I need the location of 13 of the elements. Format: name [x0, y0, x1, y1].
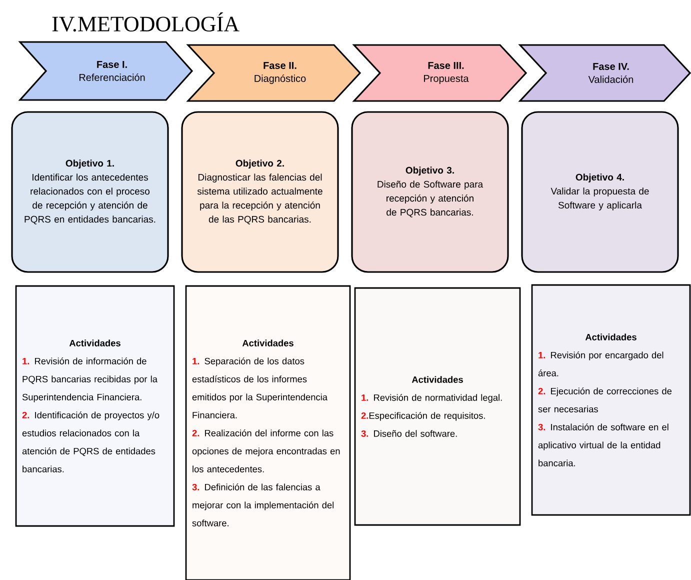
activities-box: Actividades 1. Revisión de normatividad legal. 2.Especificación de requisitos. 3. Diseño del software.: [354, 287, 521, 526]
title: IV.METODOLOGÍA: [52, 12, 240, 32]
objective-box: Objetivo 3. Diseño de Software para recepción y atención de PQRS bancarias.: [351, 111, 509, 273]
activities-box: Actividades 1. Separación de los datos estadísticos de los informes emitidos por la Superintendencia Financiera. 2. Realización del informe con las opciones de mejora encontradas en los antecedentes. 3. Definición de las falencias a mejorar con la implementación del software.: [185, 285, 351, 580]
activities-box: Actividades 1. Revisión por encargado del área. 2. Ejecución de correcciones de ser necesarias 3. Instalación de software en el aplicativo virtual de la entidad bancaria.: [531, 284, 691, 516]
phase-box: Fase II. Diagnóstico: [186, 44, 362, 102]
phase-box: Fase I. Referenciación: [18, 41, 194, 101]
objective-box: Objetivo 4. Validar la propuesta de Software y aplicarla: [521, 111, 679, 273]
objective-box: Objetivo 2. Diagnosticar las falencias del sistema utilizado actualmente para la recepción y atención de las PQRS bancarias.: [181, 111, 339, 273]
phase-box: Fase IV. Validación: [518, 44, 691, 102]
phase-box: Fase III. Propuesta: [352, 44, 528, 102]
activities-box: Actividades 1. Revisión de información de PQRS bancarias recibidas por la Superintendencia Financiera. 2. Identificación de proyectos y/o estudios relacionados con la atención de PQRS de entidades bancarias.: [15, 285, 175, 527]
objective-box: Objetivo 1. Identificar los antecedentes relacionados con el proceso de recepción y atención de PQRS en entidades bancarias.: [11, 111, 169, 273]
